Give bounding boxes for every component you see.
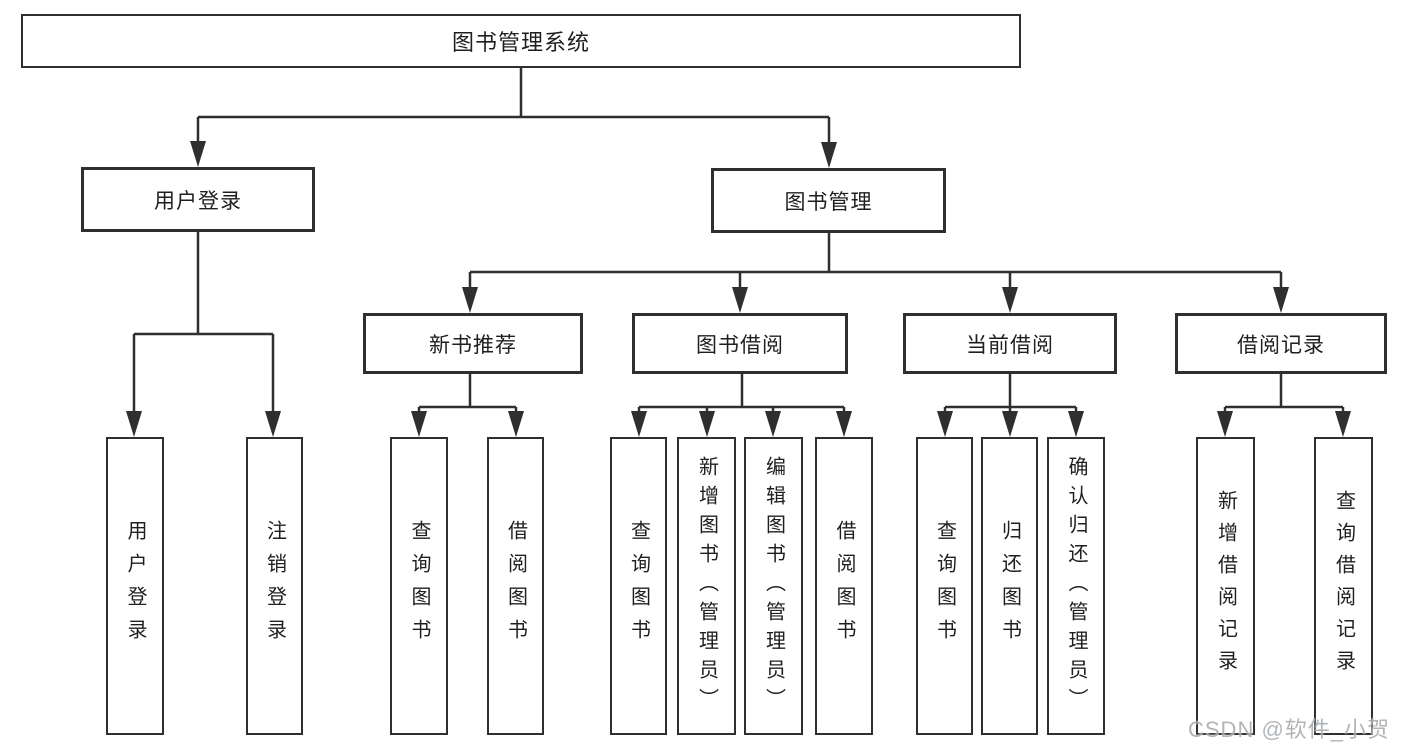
node-label: 查询借阅记录: [1332, 490, 1355, 682]
node-label: 查询图书: [627, 520, 650, 652]
connector-borrow-to-leaves: [631, 374, 852, 437]
node-label: 图书借阅: [696, 333, 784, 357]
node-borrow-edit-book-admin: 编辑图书（管理员）: [744, 437, 803, 735]
connector-recommend-to-leaves: [411, 374, 524, 437]
node-label: 新增图书（管理员）: [695, 455, 718, 717]
node-label: 新增借阅记录: [1214, 490, 1237, 682]
node-book-borrowing: 图书借阅: [632, 313, 848, 374]
node-label: 借阅记录: [1237, 333, 1325, 357]
node-label: 新书推荐: [429, 333, 517, 357]
node-label: 借阅图书: [504, 520, 527, 652]
node-current-confirm-return-admin: 确认归还（管理员）: [1047, 437, 1105, 735]
node-label: 用户登录: [154, 189, 242, 213]
node-logout: 注销登录: [246, 437, 303, 735]
node-label: 归还图书: [998, 520, 1021, 652]
node-label: 查询图书: [933, 520, 956, 652]
csdn-watermark: CSDN @软件_小贺同学: [1188, 717, 1391, 742]
connector-current-to-leaves: [937, 374, 1084, 437]
node-library-system-root: 图书管理系统: [21, 14, 1021, 68]
node-new-book-recommend: 新书推荐: [363, 313, 583, 374]
node-label: 图书管理: [784, 190, 873, 214]
node-book-management-group: 图书管理: [711, 168, 946, 233]
node-current-query-book: 查询图书: [916, 437, 973, 735]
node-recommend-query-book: 查询图书: [390, 437, 448, 735]
node-label: 借阅图书: [833, 520, 855, 652]
node-records-query-record: 查询借阅记录: [1314, 437, 1373, 735]
node-borrow-borrow-book: 借阅图书: [815, 437, 873, 735]
node-current-return-book: 归还图书: [981, 437, 1038, 735]
node-borrowing-records: 借阅记录: [1175, 313, 1387, 374]
node-user-login-group: 用户登录: [81, 167, 315, 232]
node-records-add-record: 新增借阅记录: [1196, 437, 1255, 735]
node-user-login: 用户登录: [106, 437, 164, 735]
node-label: 图书管理系统: [451, 30, 590, 55]
node-label: 编辑图书（管理员）: [762, 455, 785, 717]
node-label: 确认归还（管理员）: [1065, 455, 1087, 717]
connector-login-to-leaves: [126, 232, 281, 437]
node-current-borrowing: 当前借阅: [903, 313, 1117, 374]
connector-root-to-level2: [190, 68, 837, 168]
node-borrow-query-book: 查询图书: [610, 437, 667, 735]
node-label: 注销登录: [263, 520, 286, 652]
node-label: 当前借阅: [966, 333, 1054, 357]
node-label: 查询图书: [408, 520, 430, 652]
node-label: 用户登录: [124, 520, 146, 652]
connector-management-to-level3: [462, 233, 1289, 313]
connector-records-to-leaves: [1217, 374, 1351, 437]
node-borrow-add-book-admin: 新增图书（管理员）: [677, 437, 736, 735]
node-recommend-borrow-book: 借阅图书: [487, 437, 544, 735]
